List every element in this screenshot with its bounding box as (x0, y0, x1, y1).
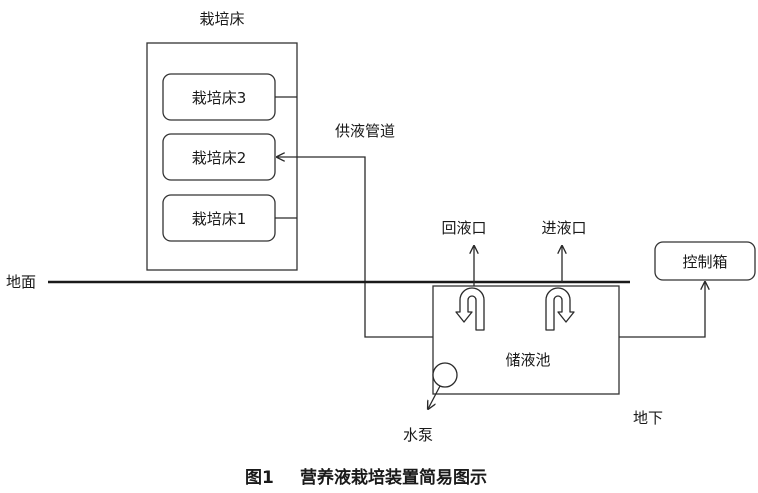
caption-title: 营养液栽培装置简易图示 (300, 467, 487, 488)
pump-circle-icon (432, 362, 458, 388)
return-port-label: 回液口 (441, 219, 486, 237)
pump-label: 水泵 (403, 426, 433, 444)
bed-2: 栽培床2 (162, 133, 276, 181)
bed-3: 栽培床3 (162, 73, 276, 121)
bed-1: 栽培床1 (162, 194, 276, 242)
reservoir-label: 储液池 (505, 351, 550, 369)
bed-2-box (162, 133, 276, 181)
bed-3-label: 栽培床3 (192, 89, 247, 107)
supply-pipe-label: 供液管道 (335, 122, 395, 140)
caption-number: 图1 (245, 468, 274, 488)
underground-label: 地下 (633, 409, 663, 427)
bed-2-label: 栽培床2 (192, 149, 247, 167)
bed-group-title: 栽培床 (199, 10, 244, 28)
pump-outlet-arrow (428, 385, 441, 409)
bed-1-label: 栽培床1 (192, 210, 247, 228)
supply-pipe (277, 157, 433, 338)
reservoir-tank (432, 285, 620, 395)
u-turn-arrow-down-left-icon (455, 287, 485, 331)
control-box (654, 241, 756, 281)
u-turn-arrow-down-right-icon (545, 287, 575, 331)
inlet-port-label: 进液口 (541, 219, 586, 237)
ground-label: 地面 (6, 273, 36, 291)
control-signal-line (619, 282, 705, 338)
control-box-label: 控制箱 (682, 253, 727, 271)
